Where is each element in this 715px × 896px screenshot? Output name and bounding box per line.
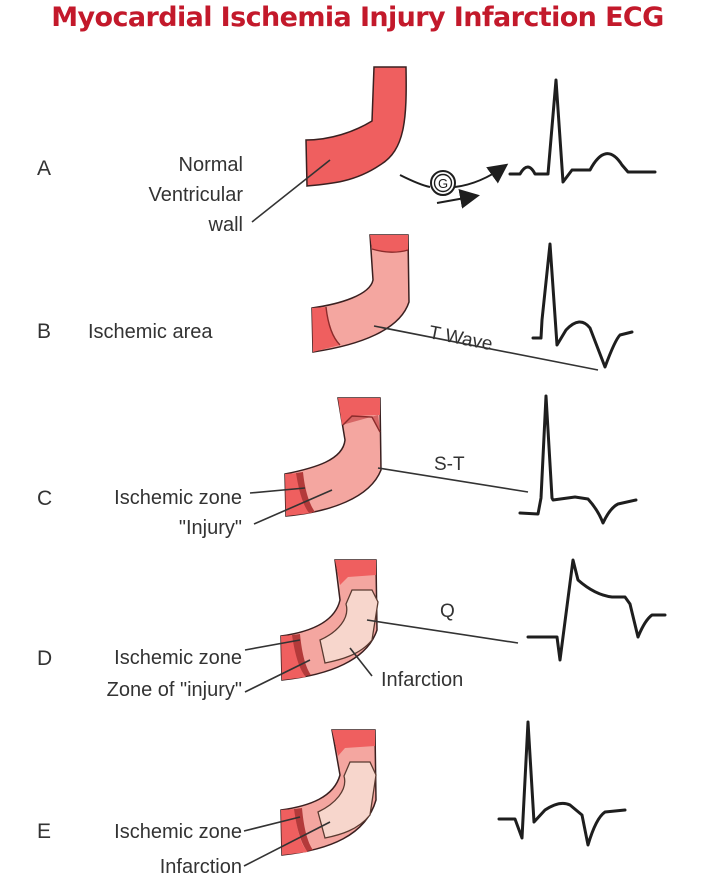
panel-a-label-1: Normal: [178, 154, 243, 176]
panel-a-label-3: wall: [208, 214, 243, 236]
panel-e-leader-ischemic: [243, 816, 301, 832]
panel-e-letter: E: [37, 820, 52, 843]
panel-d-leader-q: [366, 619, 519, 644]
panel-c-leader-ischemic: [249, 487, 306, 494]
ecg-trace-b: [531, 242, 634, 369]
panel-d-letter: D: [37, 647, 53, 670]
panel-a-wall: [305, 66, 407, 187]
galvanometer-icon: G: [399, 163, 509, 209]
panel-c-leader-injury: [253, 489, 333, 525]
panel-d-leader-injury: [244, 659, 311, 693]
svg-text:G: G: [438, 176, 448, 191]
ecg-trace-c: [518, 394, 638, 525]
panel-d-label-2: Zone of "injury": [106, 679, 242, 701]
panel-e-wall: [280, 729, 377, 856]
ecg-trace-e: [497, 720, 627, 847]
panel-c-letter: C: [37, 487, 53, 510]
panel-a-label-2: Ventricular: [148, 184, 244, 206]
panel-e-label-2: Infarction: [159, 856, 242, 878]
panel-e-label-1: Ischemic zone: [114, 821, 242, 843]
panel-c-label-1: Ischemic zone: [114, 487, 242, 509]
panel-a-letter: A: [37, 157, 52, 180]
panel-b-leader-line: [373, 325, 599, 371]
panel-e-leader-infarction: [243, 821, 331, 867]
t-wave-annotation: T Wave: [427, 322, 494, 355]
panel-d-wall: [280, 559, 379, 681]
panel-b-letter: B: [37, 320, 52, 343]
ecg-trace-a: [508, 78, 657, 184]
panel-c-label-2: "Injury": [178, 517, 242, 539]
panel-b-wall: [311, 234, 410, 353]
panel-a-leader-line: [251, 159, 331, 223]
q-annotation: Q: [440, 601, 455, 622]
panel-b-label: Ischemic area: [88, 321, 213, 343]
panel-d-leader-ischemic: [244, 639, 301, 651]
panel-c-wall: [284, 397, 382, 517]
arrow-icon: [436, 188, 480, 209]
panel-d-leader-infarction: [349, 647, 373, 677]
diagram-title: Myocardial Ischemia Injury Infarction EC…: [51, 2, 664, 33]
panel-d-infarction-label: Infarction: [381, 669, 464, 691]
panel-c-leader-st: [377, 467, 529, 493]
arrow-icon: [454, 163, 509, 188]
panel-d-label-1: Ischemic zone: [114, 647, 242, 669]
st-annotation: S-T: [434, 454, 465, 475]
ecg-trace-d: [526, 558, 667, 662]
